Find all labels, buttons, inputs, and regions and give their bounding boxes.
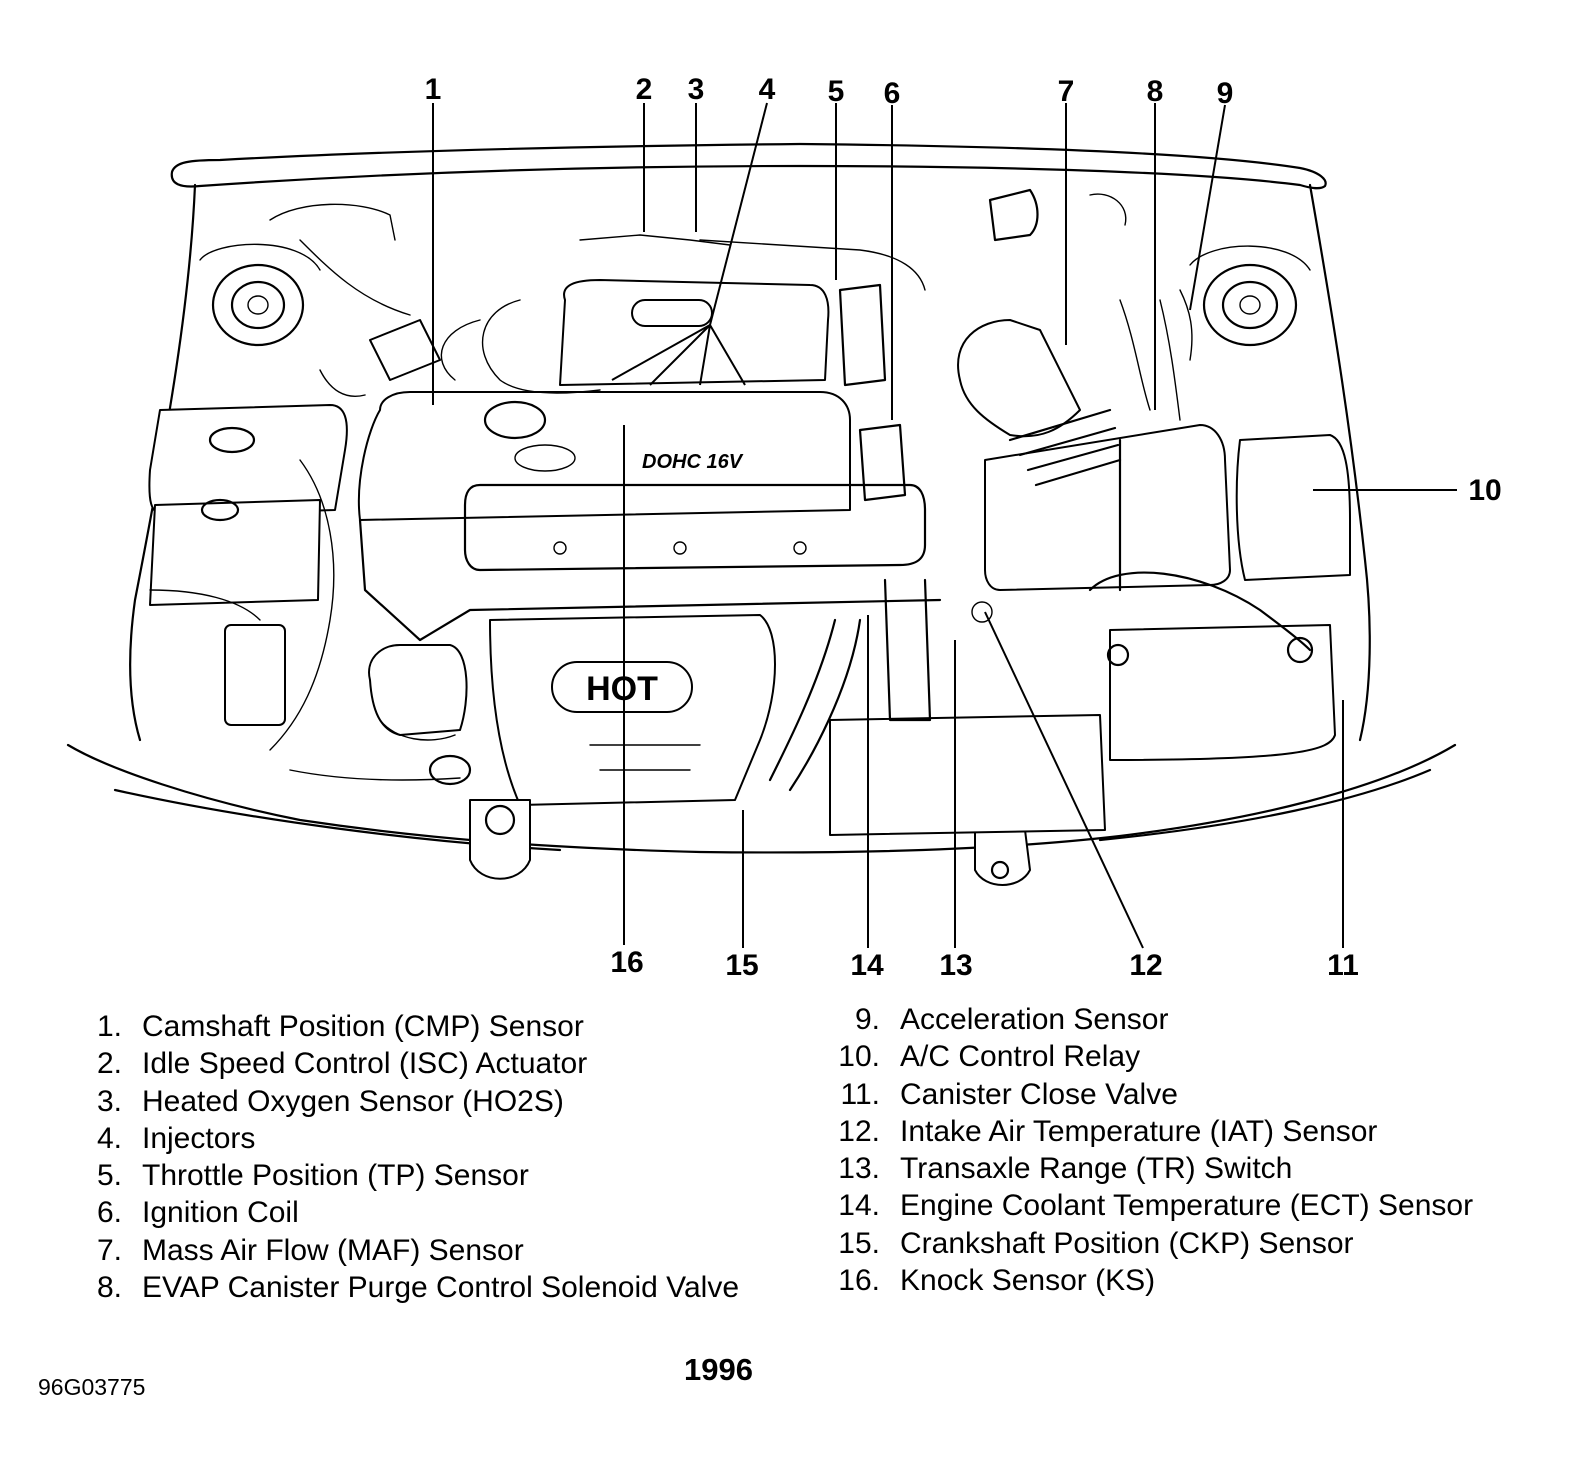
legend-item: 4. Injectors [97,1120,739,1157]
legend-right-column: 9. Acceleration Sensor 10. A/C Control Rel… [838,1001,1474,1299]
legend-number: 1. [96,1010,122,1043]
legend-text: Idle Speed Control (ISC) Actuator [142,1047,588,1081]
legend-text: Injectors [142,1121,256,1155]
legend-number: 14. [838,1189,880,1223]
legend-text: Mass Air Flow (MAF) Sensor [142,1233,524,1267]
engine-compartment-diagram: DOHC 16V HOT [66,73,1502,982]
legend-text: Ignition Coil [142,1196,299,1230]
legend-left-column: 1. Camshaft Position (CMP) Sensor 2. Idle … [97,1008,739,1306]
legend-number: 6. [96,1196,122,1230]
legend-number: 12. [838,1114,880,1148]
legend-number: 9. [854,1003,880,1036]
callout-10: 10 [1468,474,1501,507]
callout-5: 5 [828,75,845,108]
callout-6: 6 [884,77,901,110]
legend-item: 3. Heated Oxygen Sensor (HO2S) [97,1083,739,1120]
legend-number: 13. [838,1152,880,1186]
legend-number: 15. [838,1226,880,1260]
legend-item: 5. Throttle Position (TP) Sensor [97,1157,739,1194]
legend-text: Crankshaft Position (CKP) Sensor [900,1226,1354,1260]
legend-number: 16. [838,1264,880,1298]
callout-1: 1 [425,73,442,106]
legend-text: EVAP Canister Purge Control Solenoid Val… [142,1271,739,1305]
legend-text: Transaxle Range (TR) Switch [900,1152,1293,1186]
legend-number: 2. [96,1047,122,1081]
callout-7: 7 [1058,75,1075,108]
model-year: 1996 [684,1352,753,1387]
legend-item: 7. Mass Air Flow (MAF) Sensor [97,1232,739,1269]
figure-id: 96G03775 [38,1374,146,1400]
legend-number: 5. [96,1159,122,1193]
legend-number: 3. [96,1084,122,1118]
legend-item: 13. Transaxle Range (TR) Switch [838,1150,1473,1187]
callout-12: 12 [1129,949,1162,982]
callout-3: 3 [688,73,705,106]
legend-item: 15. Crankshaft Position (CKP) Sensor [838,1225,1473,1262]
legend-number: 4. [96,1121,122,1155]
legend-item: 10. A/C Control Relay [838,1038,1473,1075]
legend-text: Heated Oxygen Sensor (HO2S) [142,1084,564,1118]
legend-item: 16. Knock Sensor (KS) [838,1262,1473,1299]
callout-15: 15 [725,949,758,982]
manifold-hot-text: HOT [586,670,658,708]
legend-text: Acceleration Sensor [900,1003,1169,1036]
legend-number: 7. [96,1233,122,1267]
callout-13: 13 [939,949,972,982]
legend-item: 6. Ignition Coil [97,1194,739,1231]
legend-text: Intake Air Temperature (IAT) Sensor [900,1114,1378,1148]
legend-text: Engine Coolant Temperature (ECT) Sensor [900,1189,1474,1223]
callout-numbers: 1 2 3 4 5 6 7 8 9 10 11 12 13 14 15 16 [425,73,1502,982]
callout-8: 8 [1147,75,1164,108]
legend-text: Knock Sensor (KS) [900,1264,1156,1298]
legend-item: 1. Camshaft Position (CMP) Sensor [97,1008,739,1045]
legend-item: 9. Acceleration Sensor [855,1001,1473,1038]
legend-text: Camshaft Position (CMP) Sensor [142,1010,584,1043]
callout-4: 4 [759,73,776,106]
callout-14: 14 [850,949,884,982]
leader-lines [432,102,1457,949]
callout-16: 16 [610,946,643,979]
legend-item: 11. Canister Close Valve [841,1076,1473,1113]
valve-cover-text: DOHC 16V [642,451,744,473]
legend-text: Throttle Position (TP) Sensor [142,1159,529,1193]
callout-11: 11 [1327,949,1359,982]
legend-text: Canister Close Valve [900,1077,1178,1111]
callout-9: 9 [1217,77,1234,110]
legend-item: 2. Idle Speed Control (ISC) Actuator [97,1045,739,1082]
legend-number: 8. [96,1271,122,1305]
legend-number: 10. [838,1040,880,1074]
callout-2: 2 [636,73,653,106]
legend-item: 14. Engine Coolant Temperature (ECT) Sens… [838,1187,1474,1224]
legend-item: 12. Intake Air Temperature (IAT) Sensor [838,1113,1473,1150]
engine-bay-drawing: DOHC 16V HOT [66,142,1457,886]
legend-item: 8. EVAP Canister Purge Control Solenoid V… [97,1269,739,1306]
legend-number: 11. [840,1077,880,1111]
legend-text: A/C Control Relay [900,1040,1141,1074]
